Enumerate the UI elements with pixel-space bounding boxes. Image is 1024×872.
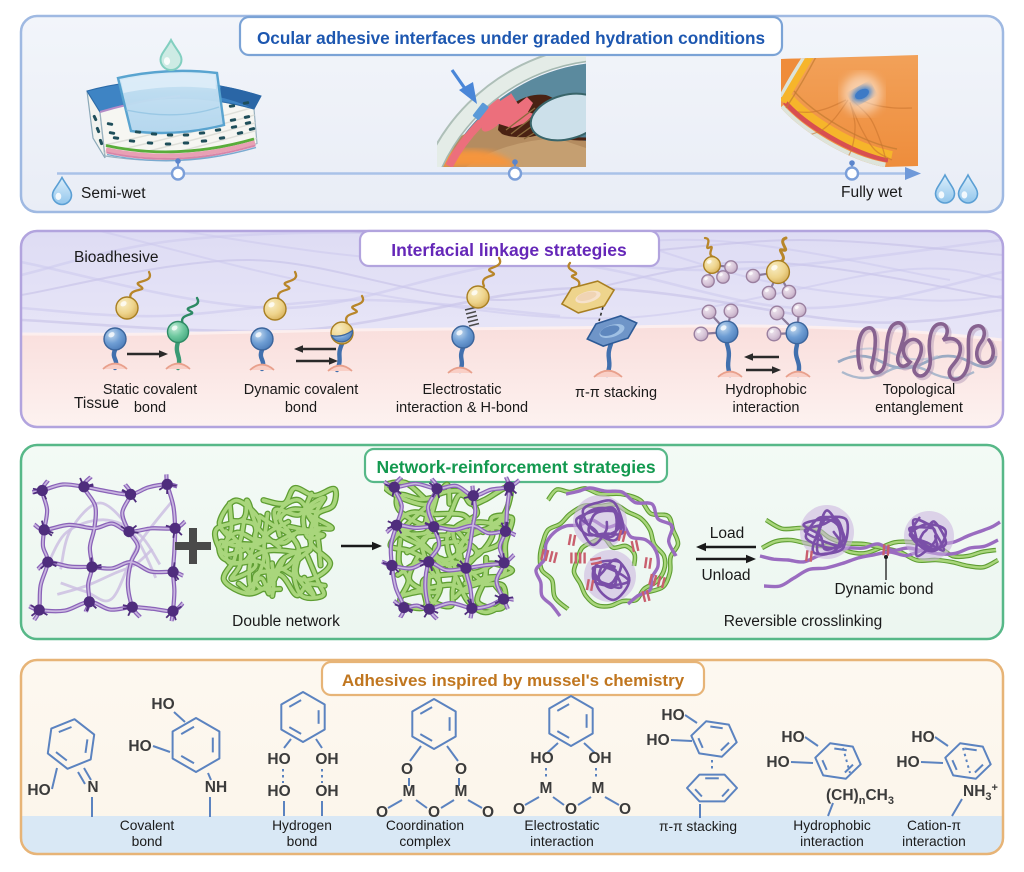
svg-text:Static covalent: Static covalent — [103, 382, 197, 398]
svg-text:O: O — [455, 761, 467, 778]
svg-text:Electrostatic: Electrostatic — [423, 382, 502, 398]
svg-text:interaction & H-bond: interaction & H-bond — [396, 400, 528, 416]
svg-text:HO: HO — [27, 782, 50, 799]
svg-text:Bioadhesive: Bioadhesive — [74, 249, 158, 266]
svg-text:Topological: Topological — [883, 382, 956, 398]
svg-text:HO: HO — [128, 738, 151, 755]
svg-text:M: M — [455, 783, 468, 800]
svg-text:Hydrophobic: Hydrophobic — [793, 818, 871, 833]
svg-text:bond: bond — [287, 834, 318, 849]
svg-text:HO: HO — [896, 754, 919, 771]
svg-text:M: M — [540, 780, 553, 797]
svg-text:OH: OH — [588, 750, 611, 767]
svg-text:interaction: interaction — [733, 400, 800, 416]
svg-text:Unload: Unload — [701, 567, 750, 584]
svg-text:OH: OH — [315, 751, 338, 768]
svg-text:π-π stacking: π-π stacking — [659, 819, 737, 834]
svg-text:Double network: Double network — [232, 613, 340, 630]
svg-text:Electrostatic: Electrostatic — [524, 818, 599, 833]
svg-text:HO: HO — [781, 729, 804, 746]
svg-text:complex: complex — [399, 834, 450, 849]
svg-text:O: O — [482, 804, 494, 821]
svg-text:Interfacial linkage strategies: Interfacial linkage strategies — [391, 240, 627, 260]
svg-text:HO: HO — [646, 732, 669, 749]
svg-text:Fully wet: Fully wet — [841, 184, 903, 201]
svg-text:interaction: interaction — [800, 834, 864, 849]
svg-text:bond: bond — [132, 834, 163, 849]
svg-text:M: M — [592, 780, 605, 797]
svg-text:N: N — [87, 779, 98, 796]
svg-text:entanglement: entanglement — [875, 400, 963, 416]
svg-text:O: O — [513, 801, 525, 818]
svg-text:Hydrophobic: Hydrophobic — [725, 382, 806, 398]
svg-text:O: O — [376, 804, 388, 821]
svg-text:HO: HO — [766, 754, 789, 771]
svg-text:(CH)nCH3: (CH)nCH3 — [826, 787, 894, 807]
svg-text:Coordination: Coordination — [386, 818, 464, 833]
svg-text:Tissue: Tissue — [74, 395, 119, 412]
svg-text:O: O — [565, 801, 577, 818]
svg-text:π-π stacking: π-π stacking — [575, 385, 657, 401]
svg-text:O: O — [619, 801, 631, 818]
svg-text:Dynamic bond: Dynamic bond — [834, 581, 933, 598]
svg-text:HO: HO — [267, 783, 290, 800]
svg-text:Ocular adhesive interfaces und: Ocular adhesive interfaces under graded … — [257, 28, 765, 48]
svg-text:O: O — [401, 761, 413, 778]
svg-text:Semi-wet: Semi-wet — [81, 185, 146, 202]
svg-text:Dynamic covalent: Dynamic covalent — [244, 382, 358, 398]
svg-text:O: O — [428, 804, 440, 821]
svg-text:interaction: interaction — [530, 834, 594, 849]
svg-text:bond: bond — [134, 400, 166, 416]
svg-text:Network-reinforcement strategi: Network-reinforcement strategies — [376, 457, 655, 477]
svg-text:HO: HO — [151, 696, 174, 713]
svg-text:Covalent: Covalent — [120, 818, 175, 833]
svg-text:NH: NH — [205, 779, 227, 796]
svg-text:OH: OH — [315, 783, 338, 800]
svg-text:Cation-π: Cation-π — [907, 818, 961, 833]
svg-text:M: M — [403, 783, 416, 800]
svg-text:Reversible crosslinking: Reversible crosslinking — [724, 613, 883, 630]
svg-text:HO: HO — [530, 750, 553, 767]
svg-text:HO: HO — [911, 729, 934, 746]
svg-text:HO: HO — [267, 751, 290, 768]
svg-text:Load: Load — [710, 525, 744, 542]
svg-text:HO: HO — [661, 707, 684, 724]
svg-text:Hydrogen: Hydrogen — [272, 818, 332, 833]
svg-text:bond: bond — [285, 400, 317, 416]
svg-text:Adhesives inspired by mussel's: Adhesives inspired by mussel's chemistry — [342, 671, 685, 690]
svg-text:interaction: interaction — [902, 834, 966, 849]
